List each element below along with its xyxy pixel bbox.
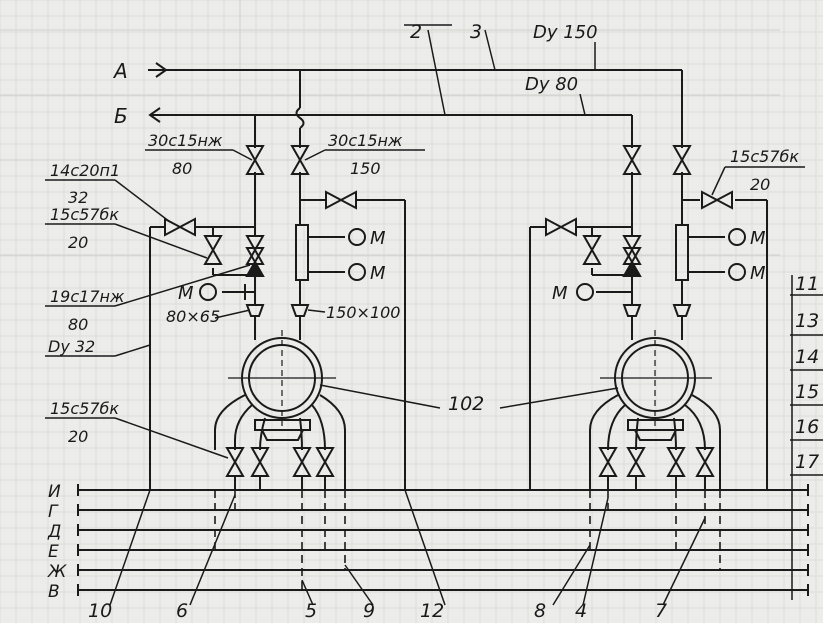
supply-label: А [112,59,128,83]
bottom-callout: 12 [420,600,444,622]
bottom-callout: 5 [305,600,317,622]
valve-icon [164,217,196,237]
valve-icon [245,235,265,265]
callout-2: 2 [410,21,422,43]
valve-icon [666,447,686,477]
return-label: Б [114,104,128,128]
valve-icon [290,145,310,175]
gauge-label: М [750,263,766,284]
leader-lines [45,24,805,459]
row-number: 17 [795,451,819,473]
drain-drops [214,490,721,590]
return-pipe-b [150,114,633,148]
left-pump [214,330,346,490]
reducer-80x65: 80×65 [166,307,220,326]
gauge-label: М [370,228,386,249]
header-letters: И Г Д Е Ж В [47,482,67,602]
valve-size-14c20: 32 [68,188,88,207]
gauge-label: М [552,283,568,304]
row-numbers: 11 13 14 15 16 17 [795,273,819,473]
header-letter: Д [47,522,61,542]
callout-3: 3 [470,21,482,43]
valve-code-15c57-left: 15с57бк [50,205,119,224]
valve-labels: 30с15нж 80 30с15нж 150 14с20п1 32 15с57б… [48,131,799,446]
header-lines [77,484,809,596]
right-pump [589,330,721,490]
valve-size-80: 80 [172,159,192,178]
bottom-callout: 8 [534,600,546,622]
valve-icon [701,190,733,210]
bottom-callout: 9 [363,600,375,622]
valve-icon [292,447,312,477]
valve-size-19c17: 80 [68,315,88,334]
header-letter: И [48,482,61,502]
valve-icon [626,447,646,477]
valve-icon [315,447,335,477]
gauge-label: М [370,263,386,284]
gauge-label: М [178,283,194,304]
row-number: 16 [795,416,819,438]
bottom-callout: 6 [176,600,188,622]
valve-icon [598,447,618,477]
header-letter: В [48,582,60,602]
background-table-ghost [0,0,780,560]
row-number: 11 [795,273,819,295]
supply-size-label: Dy 150 [533,22,598,43]
gauge-labels: М М М М М М [178,228,766,304]
gauge-label: М [750,228,766,249]
header-letter: Ж [47,562,67,582]
valve-icon [250,447,270,477]
valve-icon [672,145,692,175]
return-size-label: Dy 80 [525,74,578,95]
valve-code-15c57-bottom: 15с57бк [50,399,119,418]
bottom-callout: 7 [655,600,667,622]
supply-arrow [148,62,168,78]
valve-icon [225,447,245,477]
valve-code-19c17: 19с17нж [50,287,125,306]
bottom-callout-leaders [109,489,706,606]
valve-size-15c57-bottom: 20 [68,427,88,446]
pressure-gauges [199,228,746,301]
valve-code-80: 30с15нж [148,131,223,150]
drain-size-label: Dy 32 [48,337,95,356]
valve-icon [622,145,642,175]
valve-icon [245,145,265,175]
supply-pipe-a [150,69,683,148]
row-number: 15 [795,381,819,403]
return-arrow [148,107,161,123]
bottom-callout: 10 [88,600,112,622]
valve-icon [622,235,642,265]
bottom-callout: 4 [575,600,587,622]
callout-102: 102 [448,393,484,415]
valve-code-14c20: 14с20п1 [50,161,120,180]
valve-size-150: 150 [350,159,381,178]
pipe-labels: А Б Dy 150 Dy 80 2 3 102 [112,21,598,415]
header-letter: Г [48,502,59,522]
valve-icon [325,190,357,210]
header-letter: Е [48,542,59,562]
valve-icon [582,235,602,265]
reducer-150x100: 150×100 [326,303,400,322]
valve-code-150: 30с15нж [328,131,403,150]
valve-size-15c57-right: 20 [750,175,770,194]
valve-code-15c57-right: 15с57бк [730,147,799,166]
valve-icon [203,235,223,265]
row-number: 14 [795,346,819,368]
valve-icon [695,447,715,477]
bottom-callouts: 10 6 5 9 12 8 4 7 [88,600,667,622]
row-number-table [790,275,823,600]
valve-size-15c57-left: 20 [68,233,88,252]
row-number: 13 [795,310,819,332]
valve-icon [545,217,577,237]
right-unit-piping [529,172,768,490]
left-unit-piping [149,172,406,490]
